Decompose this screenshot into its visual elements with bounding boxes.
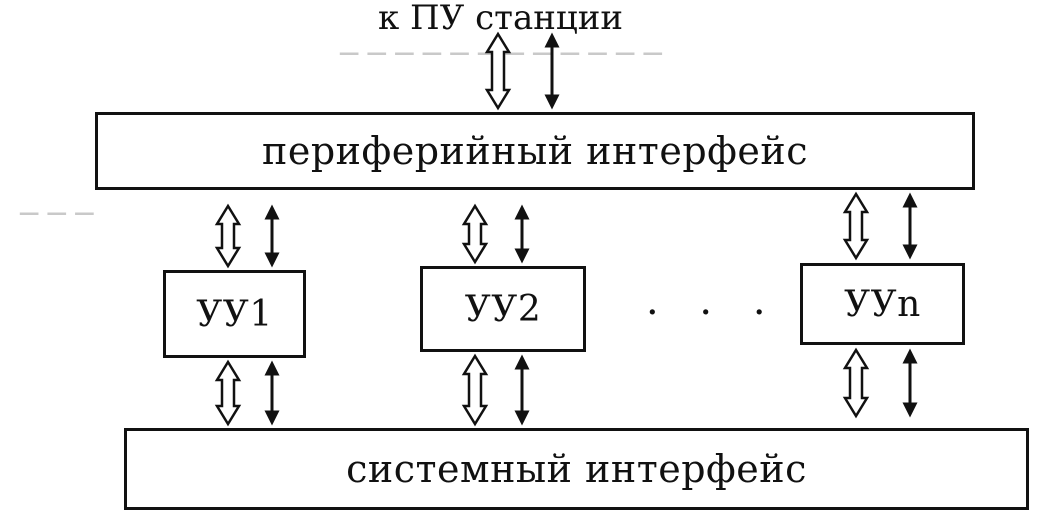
ellipsis-dots: · · · (646, 290, 780, 336)
device-box-uu2: УУ2 (420, 266, 586, 352)
device-label-uun: УУn (844, 283, 921, 325)
device-box-uu1: УУ1 (163, 270, 306, 358)
peripheral-interface-box: периферийный интерфейс (95, 112, 975, 190)
link-uu2-system-bus-arrow (461, 353, 489, 427)
system-interface-label: системный интерфейс (346, 447, 807, 491)
link-uu1-system-bus-arrow (214, 359, 242, 427)
link-uun-system-bus-arrow (842, 347, 870, 419)
device-box-uun: УУn (800, 263, 965, 345)
top-label-to-station: к ПУ станции (378, 0, 624, 38)
link-uu2-peripheral-bus-arrow (461, 203, 489, 265)
link-uun-peripheral (842, 191, 918, 261)
link-top (484, 31, 560, 111)
link-uu1-peripheral (214, 203, 280, 269)
link-uu2-system (461, 353, 530, 427)
device-label-uu2: УУ2 (464, 288, 542, 330)
peripheral-interface-label: периферийный интерфейс (262, 129, 808, 173)
link-uun-peripheral-bus-arrow (842, 191, 870, 261)
system-interface-box: системный интерфейс (124, 428, 1029, 510)
link-uu1-system (214, 359, 280, 427)
link-uu1-peripheral-bus-arrow (214, 203, 242, 269)
device-label-uu1: УУ1 (196, 293, 273, 335)
link-uun-system (842, 347, 918, 419)
link-uu2-peripheral (461, 203, 530, 265)
link-top-bus-arrow (484, 31, 512, 111)
